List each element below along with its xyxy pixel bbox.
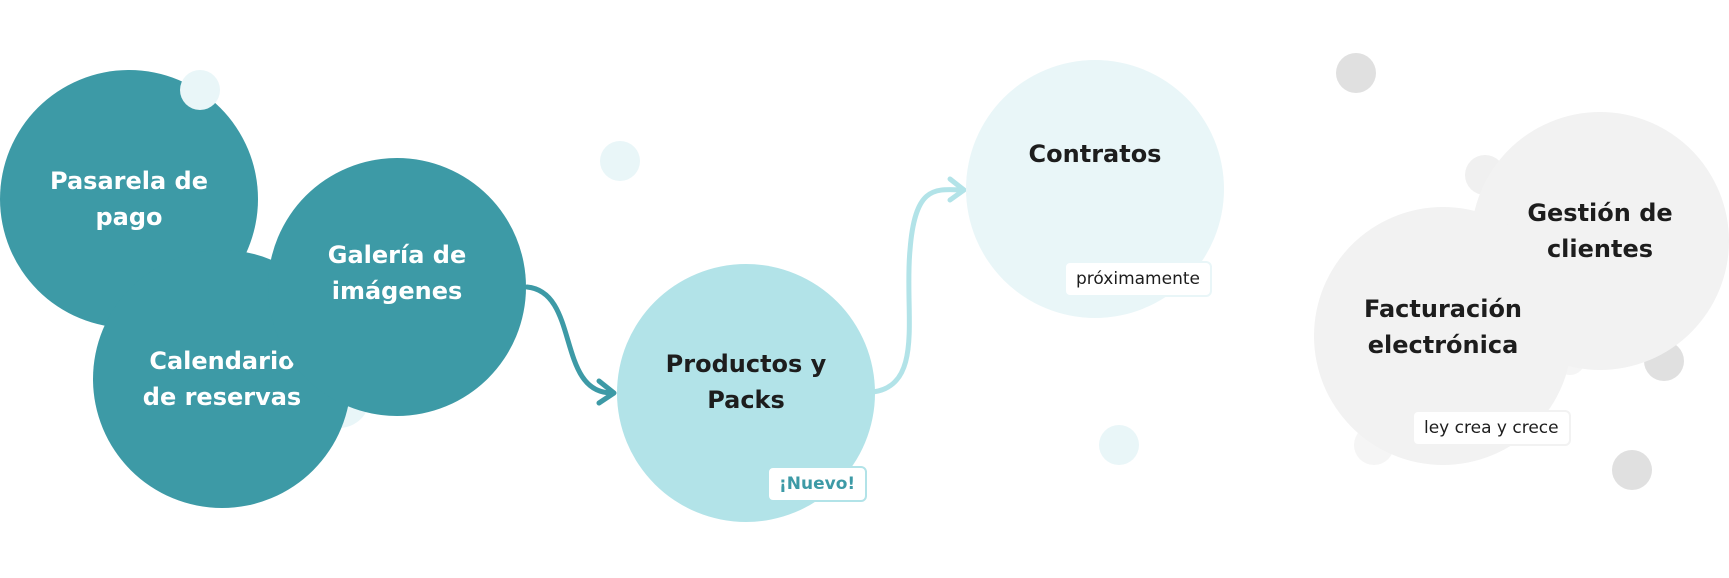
calendario-label: Calendario de reservas [142, 347, 302, 411]
decorative-dot [1612, 450, 1652, 490]
pasarela-label: Pasarela de pago [50, 167, 208, 231]
arrow-to-contratos [870, 187, 966, 395]
gestion-circle: Gestión de clientes [1471, 112, 1729, 370]
decorative-dot [180, 70, 220, 110]
gestion-label: Gestión de clientes [1527, 199, 1673, 263]
arrow-head-contratos [947, 176, 967, 203]
galeria-label: Galería de imágenes [327, 241, 467, 305]
galeria-circle: Galería de imágenes [268, 158, 526, 416]
contratos-label: Contratos [1028, 140, 1162, 168]
decorative-dot [600, 141, 640, 181]
ley-crea-y-crece-badge: ley crea y crece [1412, 410, 1571, 446]
decorative-dot [1336, 53, 1376, 93]
nuevo-badge: ¡Nuevo! [767, 466, 868, 502]
facturacion-label: Facturación electrónica [1363, 295, 1523, 359]
proximamente-badge: próximamente [1064, 261, 1212, 297]
arrow-to-productos [524, 284, 615, 396]
decorative-dot [1099, 425, 1139, 465]
arrow-head-productos [596, 378, 617, 406]
productos-label: Productos y Packs [665, 350, 827, 414]
